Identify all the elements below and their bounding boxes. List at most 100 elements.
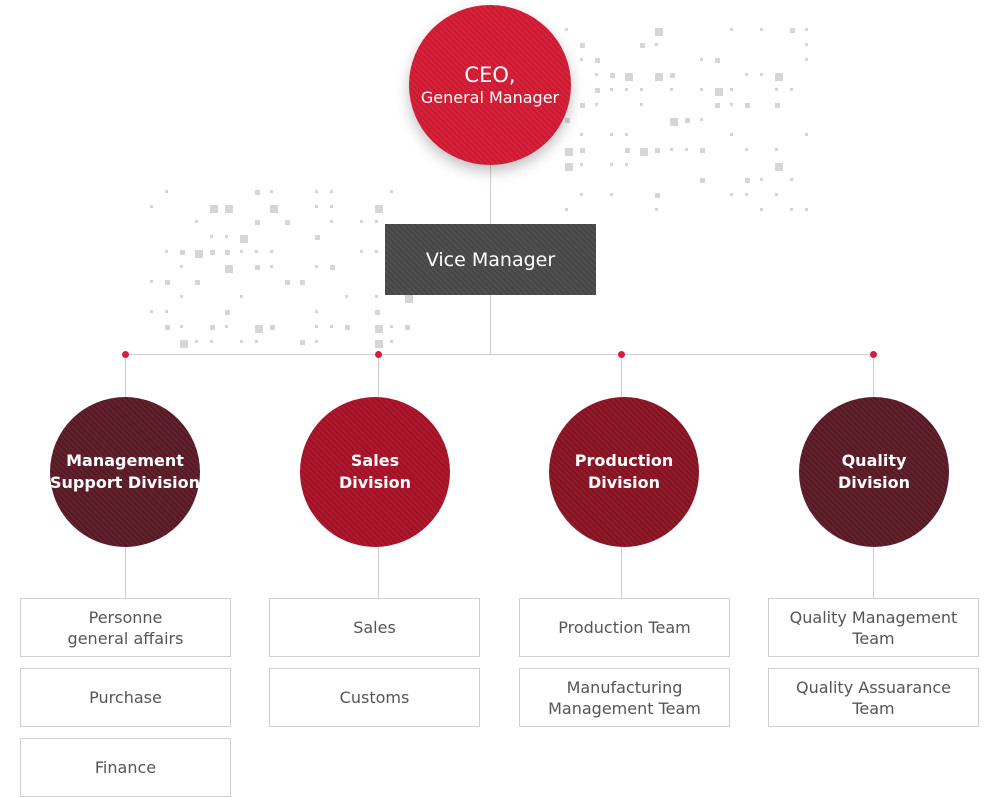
map-dot [610, 73, 615, 78]
map-dot [255, 250, 258, 253]
map-dot [375, 325, 383, 333]
map-dot [625, 163, 628, 166]
map-dot [805, 208, 808, 211]
map-dot [805, 43, 808, 46]
map-dot [580, 58, 583, 61]
map-dot [195, 340, 198, 343]
map-dot [330, 265, 335, 270]
team-label-line: Management Team [548, 698, 701, 718]
connector-vice-bus [490, 295, 491, 355]
division-label-line2: Division [837, 473, 911, 492]
map-dot [255, 340, 258, 343]
map-dot [150, 310, 153, 313]
map-dot [610, 133, 613, 136]
map-dot [580, 43, 585, 48]
map-dot [715, 58, 720, 63]
division-label-line1: Management [66, 451, 184, 470]
map-dot [580, 103, 585, 108]
map-dot [655, 193, 660, 198]
map-dot [405, 295, 413, 303]
map-dot [625, 148, 630, 153]
team-label-line: Personne [88, 607, 163, 627]
map-dot [375, 310, 380, 315]
map-dot [805, 58, 808, 61]
map-dot [375, 340, 383, 348]
map-dot [730, 103, 733, 106]
team-label-line: Purchase [89, 688, 162, 707]
map-dot [165, 325, 170, 330]
team-box-quality-management: Quality Management Team [768, 598, 979, 657]
map-dot [700, 88, 703, 91]
division-production: Production Division [549, 397, 699, 547]
map-dot [610, 193, 613, 196]
map-dot [730, 193, 733, 196]
map-dot [315, 340, 318, 343]
team-box-production-team: Production Team [519, 598, 730, 657]
map-dot [715, 88, 723, 96]
map-dot [745, 73, 748, 76]
team-label-line: Customs [339, 688, 410, 707]
map-dot [345, 325, 350, 330]
connector-div2-teams [378, 547, 379, 598]
map-dot [270, 250, 273, 253]
map-dot [580, 133, 583, 136]
map-dot [745, 178, 750, 183]
map-dot [330, 190, 333, 193]
team-box-personnel: Personne general affairs [20, 598, 231, 657]
team-label-line: Quality Management [789, 607, 958, 627]
map-dot [180, 265, 183, 268]
map-dot [270, 265, 273, 268]
map-dot [610, 163, 613, 166]
connector-div4-teams [873, 547, 874, 598]
map-dot [180, 340, 188, 348]
map-dot [330, 220, 333, 223]
map-dot [180, 325, 183, 328]
connector-dot [870, 351, 877, 358]
map-dot [270, 190, 273, 193]
map-dot [805, 133, 808, 136]
map-dot [210, 340, 213, 343]
map-dot [315, 190, 318, 193]
division-label-line1: Production [574, 451, 674, 470]
map-dot [150, 205, 153, 208]
map-dot [165, 310, 168, 313]
map-dot [745, 193, 748, 196]
map-dot [730, 88, 733, 91]
map-dot [390, 325, 393, 328]
map-dot [775, 88, 778, 91]
map-dot [655, 208, 658, 211]
map-dot [625, 88, 628, 91]
map-dot [255, 265, 260, 270]
map-dot [360, 250, 363, 253]
map-dot [240, 250, 243, 253]
connector-dot [122, 351, 129, 358]
map-dot [225, 325, 228, 328]
map-dot [745, 148, 748, 151]
team-label-line: Sales [353, 618, 396, 637]
map-dot [775, 148, 778, 151]
map-dot [670, 148, 673, 151]
map-dot [255, 220, 260, 225]
connector-div1-teams [125, 547, 126, 598]
map-dot [685, 148, 688, 151]
team-box-sales: Sales [269, 598, 480, 657]
map-dot [790, 208, 793, 211]
map-dot [375, 220, 378, 223]
connector-dot [375, 351, 382, 358]
map-dot [165, 250, 168, 253]
map-dot [150, 280, 153, 283]
ceo-title: CEO, [464, 62, 516, 87]
map-dot [285, 280, 290, 285]
map-dot [595, 103, 598, 106]
map-dot [225, 250, 230, 255]
map-dot [195, 280, 200, 285]
vice-manager-node: Vice Manager [385, 224, 596, 295]
map-dot [595, 73, 598, 76]
team-label-line: Production Team [558, 618, 691, 637]
map-dot [700, 118, 703, 121]
team-label-line: Team [852, 698, 895, 718]
ceo-node: CEO, General Manager [409, 5, 571, 165]
map-dot [565, 208, 568, 211]
map-dot [565, 28, 568, 31]
map-dot [805, 28, 808, 31]
